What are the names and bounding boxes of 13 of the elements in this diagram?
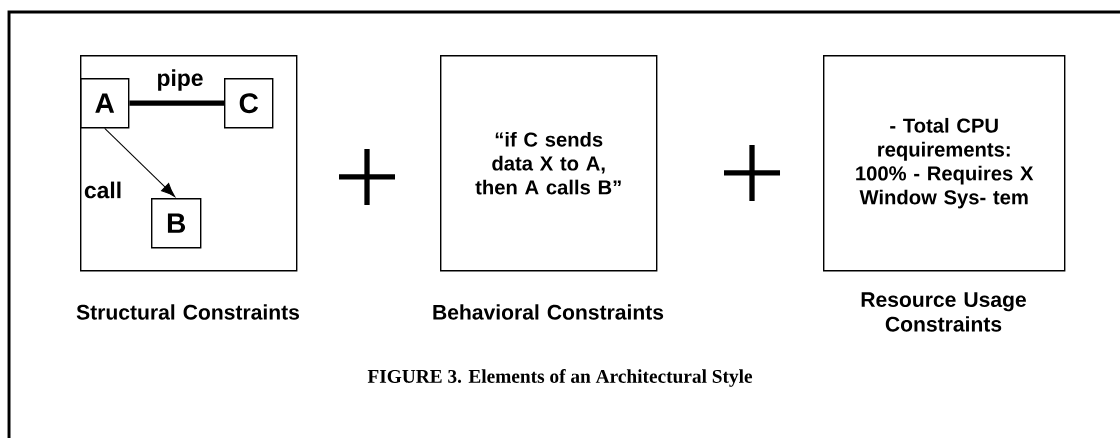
connector	[129, 100, 224, 106]
constraint-box: “if C sends data X to A, then A calls B”	[440, 55, 658, 272]
constraint-box: - Total CPU requirements: 100% - Requires X Window Sys- tem	[823, 55, 1066, 272]
figure-caption: FIGURE 3. Elements of an Architectural Style	[367, 369, 753, 387]
edge-label: call	[84, 181, 121, 199]
box-caption: Behavioral Constraints	[433, 304, 664, 320]
edge-label: pipe	[158, 69, 203, 91]
letter-box: A	[80, 78, 130, 129]
box-caption: Resource Usage Constraints	[861, 292, 1026, 332]
letter-box: C	[224, 78, 274, 129]
box-caption: Structural Constraints	[76, 304, 299, 320]
connector	[104, 127, 176, 197]
letter-box: B	[151, 198, 202, 249]
